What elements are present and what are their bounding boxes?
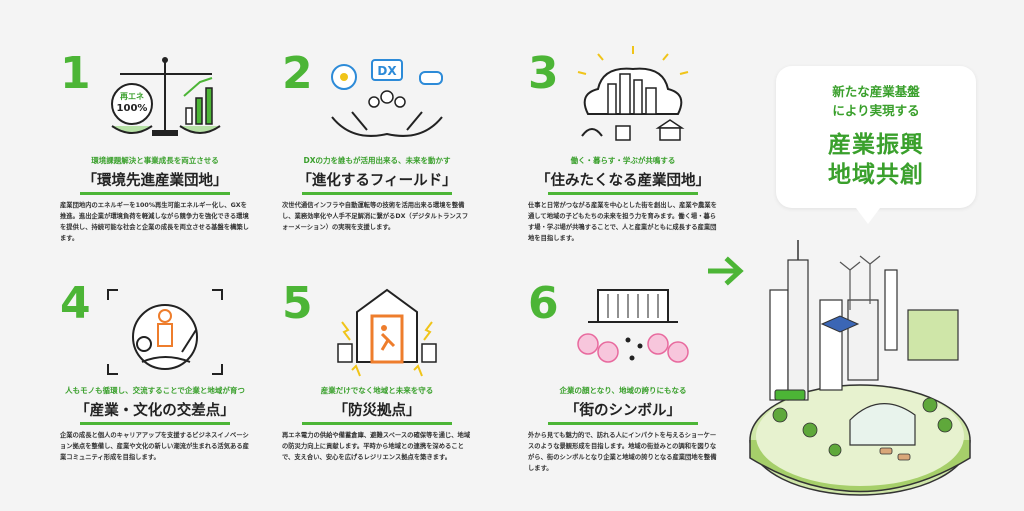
card-1: 1 再エネ 100% 環境課題解決と事業成長を両立させる 「環境先進産業団地」 …: [60, 52, 250, 272]
card-title: 「街のシンボル」: [528, 399, 718, 425]
bubble-lead-line-1: 新たな産業基盤: [832, 84, 920, 99]
bubble-lead-line-2: により実現する: [832, 103, 920, 118]
person-exchange-icon: [107, 289, 223, 375]
industrial-park-illustration: [749, 240, 971, 496]
card-subtitle: 環境課題解決と事業成長を両立させる: [91, 156, 219, 165]
card-description: 企業の成長と個人のキャリアアップを支援するビジネスイノベーション拠点を整備し、産…: [60, 432, 249, 461]
card-4: 4 人もモノも循環し、交流することで企業と地域が育つ 「産業・文化の交差点」 企…: [60, 282, 250, 502]
city-cloud-icon: [577, 46, 689, 141]
card-number: 1: [60, 48, 91, 99]
landmark-trees-icon: [577, 289, 689, 363]
card-number: 2: [282, 48, 313, 99]
card-title: 「進化するフィールド」: [282, 169, 472, 195]
card-description: 次世代通信インフラや自動運転等の技術を活用出来る環境を整備し、業務効率化や人手不…: [282, 202, 469, 231]
card-description: 産業団地内のエネルギーを100%再生可能エネルギー化し、GXを推進。進出企業が環…: [60, 202, 249, 242]
card-title: 「住みたくなる産業団地」: [528, 169, 718, 195]
card-description: 外から見ても魅力的で、訪れる人にインパクトを与えるショーケースのような景観形成を…: [528, 432, 717, 472]
badge-bottom: 100%: [117, 103, 148, 114]
card-description: 仕事と日常がつながる産業を中心とした街を創出し、産業や農業を通して地域の子どもた…: [528, 202, 717, 242]
card-description: 再エネ電力の供給や備蓄倉庫、避難スペースの確保等を通じ、地域の防災力向上に貢献し…: [282, 432, 471, 461]
balance-scale-icon: 再エネ 100%: [111, 57, 221, 136]
bubble-lead: 新たな産業基盤 により実現する: [776, 82, 976, 120]
dx-badge: DX: [377, 64, 397, 78]
card-number: 5: [282, 278, 313, 329]
card-3: 3 働く・暮らす・学ぶが共鳴する 「住みたくなる産業団地」 仕事と日常がつながる…: [528, 44, 718, 274]
card-subtitle: 人もモノも循環し、交流することで企業と地域が育つ: [65, 386, 245, 395]
card-number: 6: [528, 278, 559, 329]
bubble-main-line-2: 地域共創: [828, 162, 924, 188]
dx-hands-icon: DX: [331, 59, 443, 137]
summary-bubble: 新たな産業基盤 により実現する 産業振興 地域共創: [776, 66, 976, 224]
card-title: 「環境先進産業団地」: [60, 169, 250, 195]
card-subtitle: DXの力を誰もが活用出来る、未来を動かす: [303, 156, 451, 165]
bubble-main: 産業振興 地域共創: [776, 130, 976, 190]
bubble-main-line-1: 産業振興: [828, 132, 924, 158]
arrow-right-icon: [708, 256, 744, 286]
emergency-exit-icon: [337, 288, 437, 377]
card-title: 「防災拠点」: [282, 399, 472, 425]
card-title: 「産業・文化の交差点」: [60, 399, 250, 425]
card-subtitle: 働く・暮らす・学ぶが共鳴する: [570, 156, 676, 165]
card-number: 3: [528, 48, 559, 99]
card-5: 5 産業だけでなく地域と未来を守る 「防災拠点」 再エネ電力の供給や備蓄倉庫、避…: [282, 282, 472, 502]
badge-top: 再エネ: [120, 91, 144, 101]
card-subtitle: 産業だけでなく地域と未来を守る: [320, 386, 434, 395]
card-number: 4: [60, 278, 91, 329]
card-2: 2 DX DXの力を誰もが活用出来る、未来を動かす 「進化するフィールド」 次世…: [282, 52, 472, 272]
card-6: 6 企業の顔となり、地域の誇りにもなる 「街のシンボル」 外から見ても魅力的で、…: [528, 282, 718, 502]
card-subtitle: 企業の顔となり、地域の誇りにもなる: [559, 386, 687, 395]
